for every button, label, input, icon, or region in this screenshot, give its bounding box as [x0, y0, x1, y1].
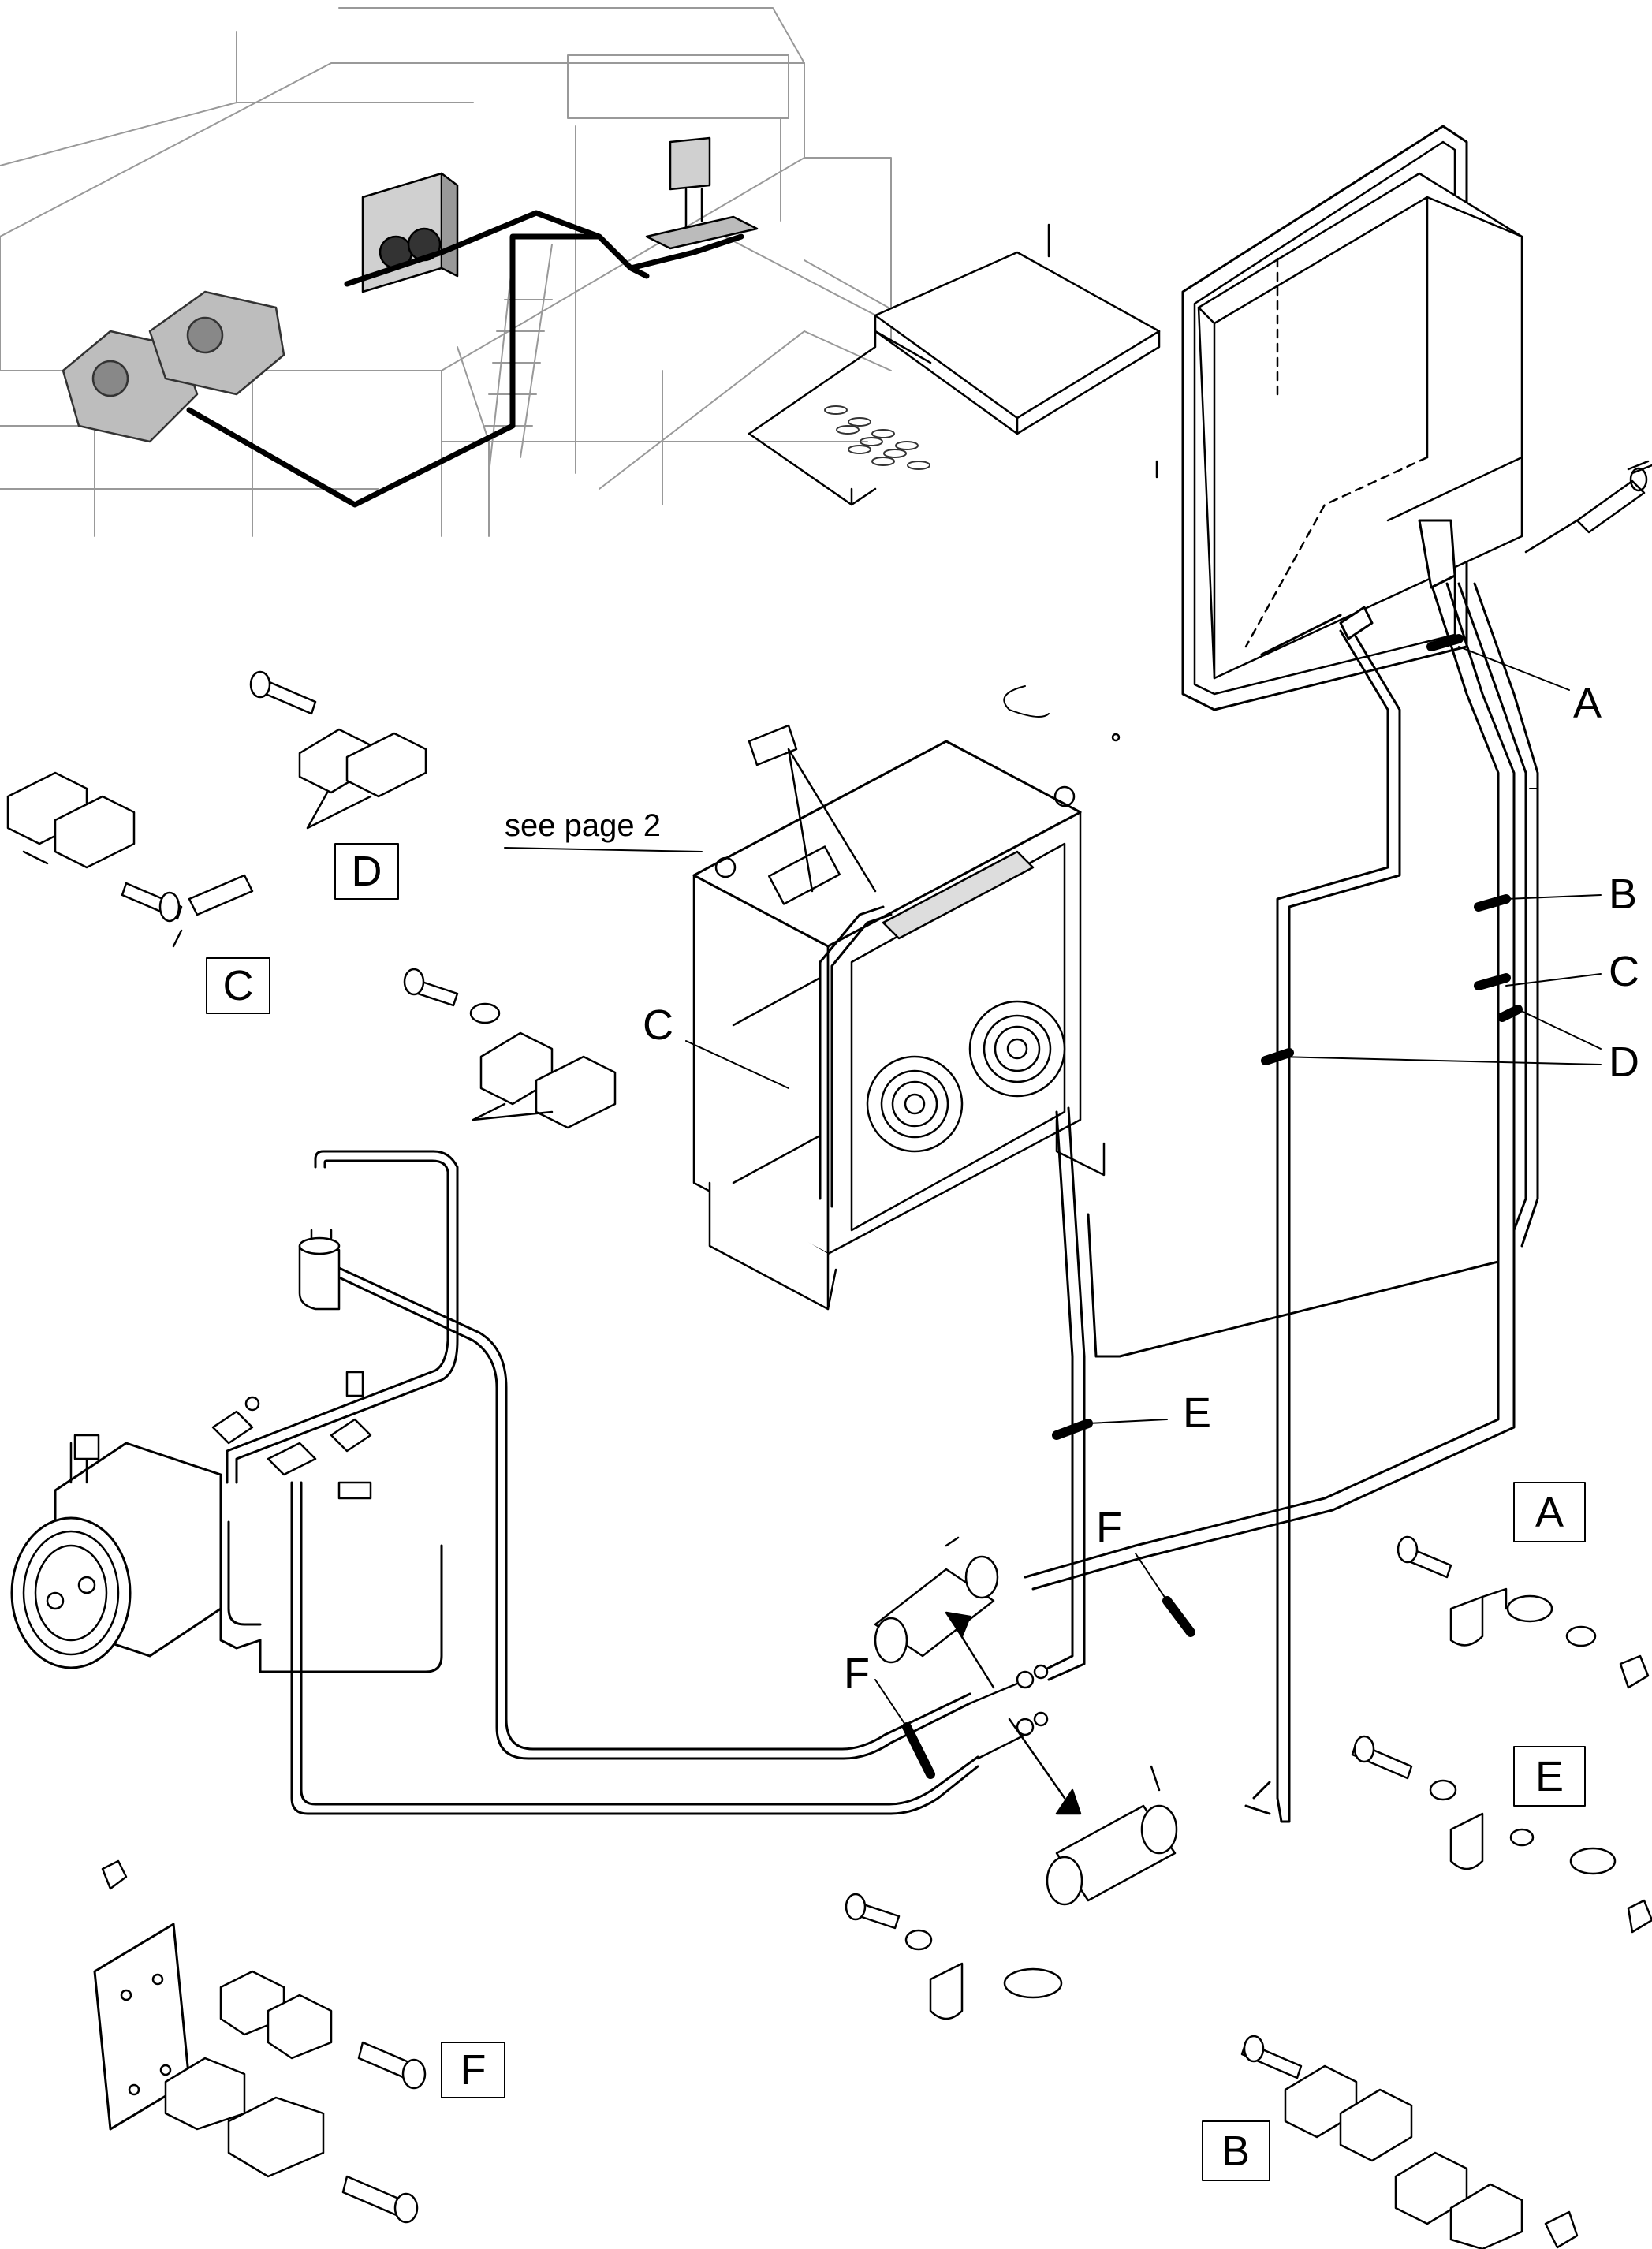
callout-e-on-line: E — [1183, 1389, 1211, 1437]
box-label-f: F — [441, 2042, 505, 2098]
overview-engines — [62, 290, 285, 443]
callout-f-left: F — [844, 1650, 870, 1697]
evaporator-hoses — [1024, 519, 1539, 1823]
callout-a-on-line: A — [1573, 680, 1602, 727]
leader-lines — [504, 646, 1602, 1728]
svg-text:F: F — [461, 2046, 487, 2094]
condenser-unit — [692, 740, 1106, 1311]
svg-text:B: B — [1221, 2128, 1250, 2175]
callout-d-on-line: D — [1609, 1039, 1639, 1086]
condenser-lines — [819, 905, 1500, 1681]
note-see-page: see page 2 — [505, 808, 661, 843]
receiver-drier — [298, 1229, 341, 1311]
ac-compressor — [10, 1434, 222, 1669]
callout-c-condenser: C — [643, 1001, 673, 1049]
evaporator-housing — [1155, 125, 1523, 711]
callout-f-right: F — [1096, 1504, 1122, 1551]
labels: see page 2 A B C D C E F F D C A E F — [206, 680, 1639, 2181]
coupling-arrow-upper — [945, 1611, 995, 1689]
quick-coupling-lower — [1046, 1765, 1178, 1906]
svg-text:A: A — [1535, 1489, 1564, 1536]
callout-b-on-line: B — [1609, 871, 1637, 918]
hardware-group-center-bottom — [845, 1893, 1063, 2020]
hardware-group-d-top — [247, 670, 427, 830]
box-label-e: E — [1513, 1746, 1586, 1807]
small-ring — [1111, 733, 1121, 742]
quick-coupling-upper — [874, 1536, 999, 1664]
overview-pipe-route — [186, 210, 744, 508]
overview-cab-unit — [645, 136, 759, 250]
machine-overview — [0, 7, 931, 537]
coupling-connectors — [968, 1664, 1049, 1760]
hardware-group-a — [1397, 1535, 1650, 1689]
cover-plate — [748, 223, 1161, 506]
box-label-b: B — [1202, 2120, 1270, 2181]
hardware-group-c — [6, 771, 254, 948]
svg-text:D: D — [352, 848, 382, 895]
condenser-clamp — [748, 724, 877, 893]
svg-text:C: C — [223, 962, 254, 1009]
hardware-group-mid — [403, 968, 617, 1129]
rotation-hint — [1003, 685, 1050, 718]
box-label-a: A — [1513, 1482, 1586, 1542]
svg-text:E: E — [1535, 1753, 1564, 1800]
hardware-group-f — [93, 1859, 427, 2224]
box-label-c: C — [206, 957, 270, 1014]
box-label-d: D — [334, 843, 399, 900]
hardware-group-b — [1240, 2035, 1579, 2249]
hardware-group-e — [1351, 1735, 1652, 1934]
callout-c-on-line: C — [1609, 948, 1639, 995]
evaporator-bolt — [1524, 460, 1652, 554]
fittings-cluster — [211, 1371, 372, 1500]
